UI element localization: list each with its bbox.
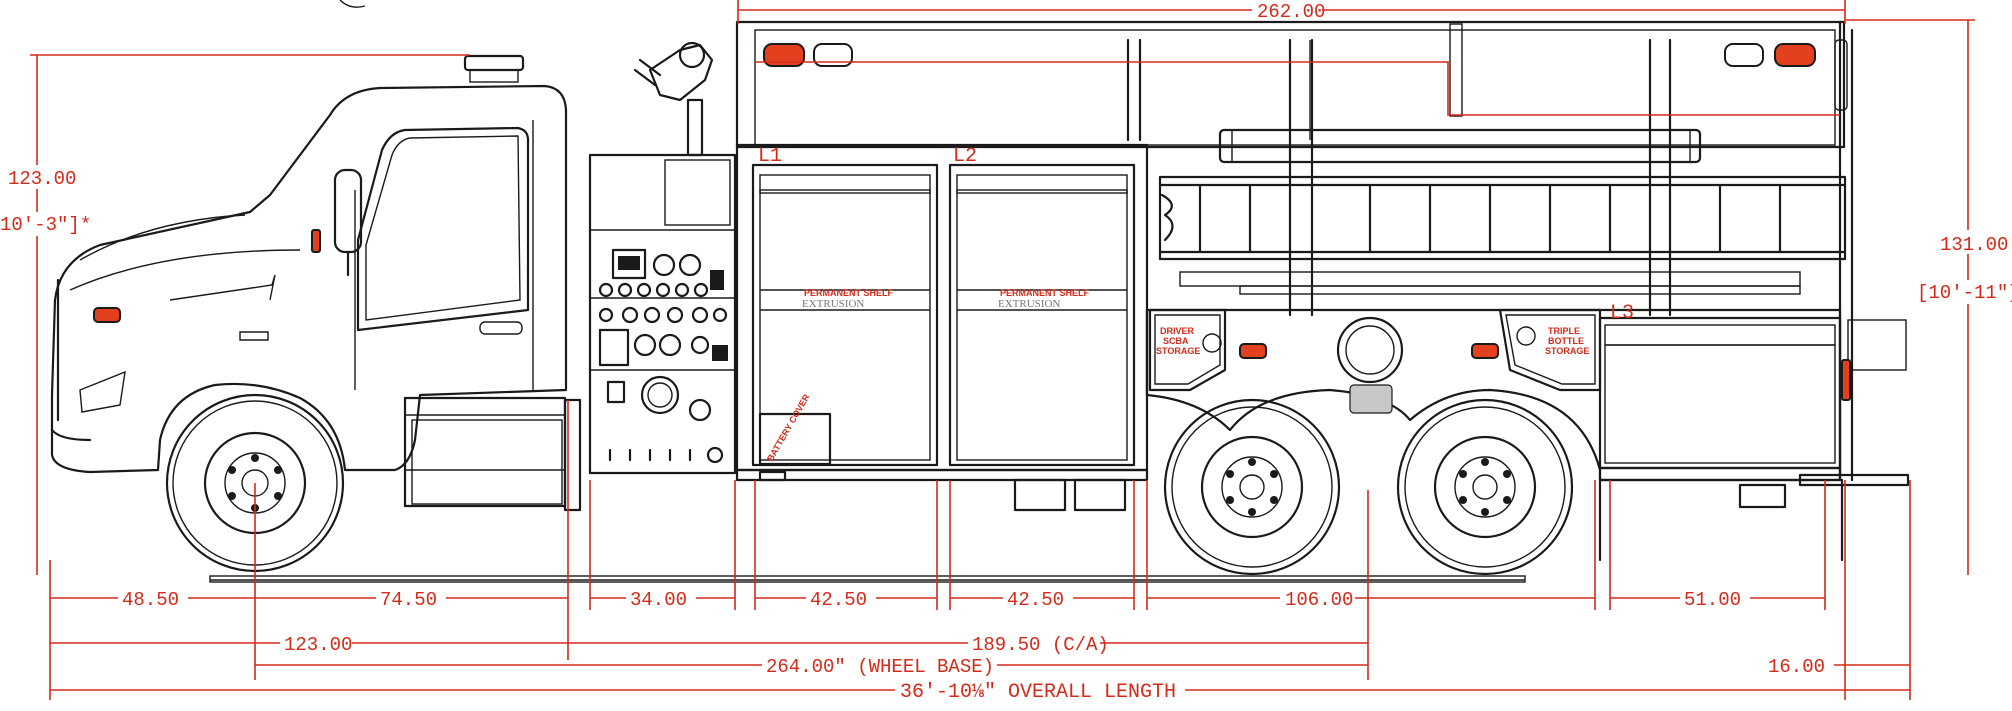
rear-wheel-1-icon [1163,398,1341,576]
red-warning-light-body-rear [1774,43,1816,67]
dimension-cab-to-axle: 189.50 (C/A) [972,634,1109,656]
red-warning-light-body-front [763,43,805,67]
dimension-wheel-well: 106.00 [1285,589,1353,611]
triple-bottle-label-line2: BOTTLE [1548,336,1584,346]
compartment-label-l2: L2 [953,145,977,168]
dimension-body-height-ft: [10′-11″]* [1917,282,2012,304]
tank-fill-line [755,61,1840,116]
dimension-top-length-value: 262.00 [1257,1,1325,23]
triple-bottle-label-line1: TRIPLE [1548,326,1580,336]
red-warning-light-front [93,307,121,323]
clear-light-body-front [813,43,853,67]
dimension-body-height-value: 131.00 [1940,234,2008,256]
dimension-pump-panel: 34.00 [630,589,687,611]
deck-gun [633,41,714,157]
red-warning-light-side-2 [1471,343,1499,359]
dimension-row-4: 36′-10⅛″ OVERALL LENGTH [50,678,1910,704]
driver-scba-label-line1: DRIVER [1160,326,1195,336]
dimension-bumper-to-cab: 123.00 [284,634,352,656]
driver-scba-label-line2: SCBA [1163,336,1189,346]
red-warning-light-cab-side [311,229,321,253]
dimension-front-overhang: 48.50 [122,589,179,611]
dimension-compartment-l3: 51.00 [1684,589,1741,611]
dimension-row-1: 48.50 74.50 34.00 42.50 42.50 106.00 51.… [50,588,1825,611]
permanent-shelf-label-1: PERMANENT SHELF [804,288,894,298]
extrusion-label-1: EXTRUSION [802,298,864,310]
dimension-overall-length: 36′-10⅛″ OVERALL LENGTH [900,681,1176,704]
compartment-label-l1: L1 [758,145,782,168]
dimension-top-length: 262.00 [737,0,1846,24]
ground-plate [209,575,1526,583]
fill-cap-icon [1336,316,1404,414]
permanent-shelf-label-2: PERMANENT SHELF [1000,288,1090,298]
dimension-body-height: 131.00 [10′-11″]* [1846,19,2012,575]
dimension-row-2: 123.00 189.50 (C/A) [50,633,1368,656]
dimension-compartment-l2: 42.50 [1007,589,1064,611]
dimension-rear-overhang: 16.00 [1768,656,1825,678]
dimension-cab-height: 123.00 10′-3″]* [0,54,470,575]
clear-light-body-rear [1724,43,1764,67]
dimension-wheel-base: 264.00″ (WHEEL BASE) [766,656,994,678]
dimension-cab-section: 74.50 [380,589,437,611]
triple-bottle-label-line3: STORAGE [1545,346,1589,356]
dimension-row-3: 264.00″ (WHEEL BASE) 16.00 [255,655,1910,678]
pump-panel [588,153,737,475]
battery-cover-label: BATTERY COVER [765,392,812,463]
driver-scba-label-line3: STORAGE [1156,346,1200,356]
red-warning-light-side-1 [1239,343,1267,359]
tanker-body [735,20,1910,562]
red-warning-light-rear-vertical [1841,359,1851,401]
cab [50,0,582,512]
dimension-compartment-l1: 42.50 [810,589,867,611]
dimension-cab-height-ft: 10′-3″]* [0,214,91,236]
rear-wheel-2-icon [1396,398,1574,576]
dimension-cab-height-value: 123.00 [8,168,76,190]
compartment-label-l3: L3 [1610,302,1634,325]
extrusion-label-2: EXTRUSION [998,298,1060,310]
